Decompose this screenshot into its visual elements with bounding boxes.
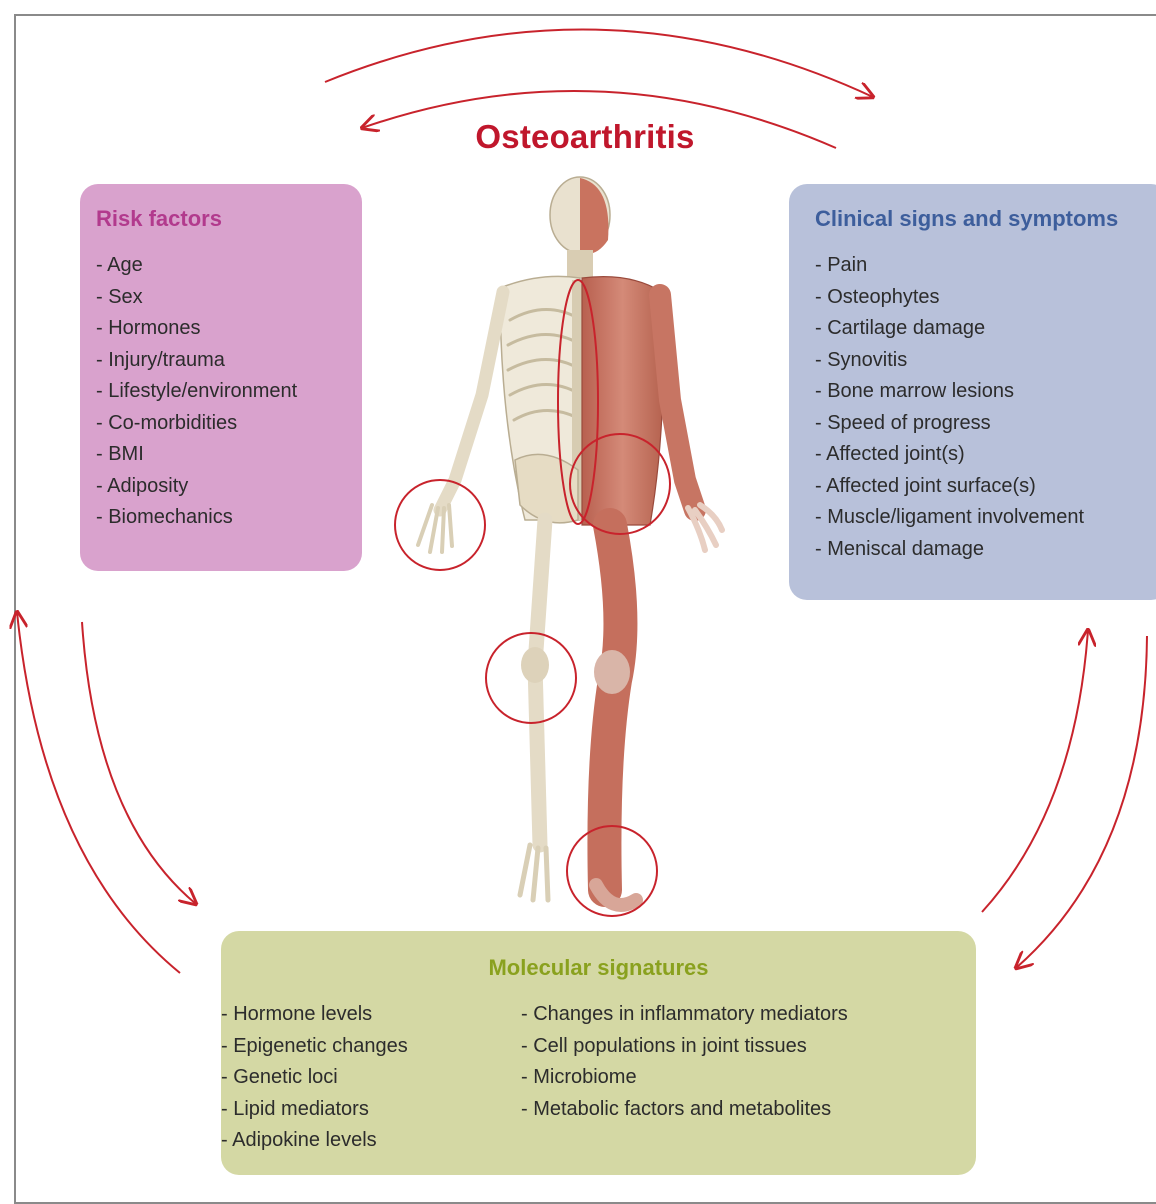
arrow-left-down: [82, 622, 196, 904]
risk-factors-list: - Age - Sex - Hormones - Injury/trauma -…: [96, 250, 362, 534]
arrow-top-right: [325, 30, 873, 97]
arrow-left-up: [17, 612, 180, 973]
risk-factors-panel: Risk factors - Age - Sex - Hormones - In…: [80, 184, 362, 571]
molecular-signatures-panel: Molecular signatures - Hormone levels - …: [221, 931, 976, 1175]
list-item: - Pain: [815, 250, 1156, 282]
list-item: - Lifestyle/environment: [96, 376, 362, 408]
list-item: - Osteophytes: [815, 282, 1156, 314]
list-item: - Affected joint(s): [815, 439, 1156, 471]
risk-factors-heading: Risk factors: [96, 206, 362, 232]
hand-highlight: [395, 480, 485, 570]
clinical-signs-panel: Clinical signs and symptoms - Pain - Ost…: [789, 184, 1156, 600]
clinical-signs-list: - Pain - Osteophytes - Cartilage damage …: [815, 250, 1156, 565]
list-item: - Genetic loci: [221, 1062, 521, 1094]
molecular-signatures-heading: Molecular signatures: [221, 955, 976, 981]
list-item: - Affected joint surface(s): [815, 471, 1156, 503]
list-item: - Bone marrow lesions: [815, 376, 1156, 408]
diagram-title: Osteoarthritis: [0, 118, 1156, 156]
list-item: - Cartilage damage: [815, 313, 1156, 345]
list-item: - Co-morbidities: [96, 408, 362, 440]
molecular-right-list: - Changes in inflammatory mediators - Ce…: [521, 999, 848, 1157]
arrow-right-up: [982, 630, 1088, 912]
list-item: - Metabolic factors and metabolites: [521, 1094, 848, 1126]
list-item: - Lipid mediators: [221, 1094, 521, 1126]
human-figure: [418, 177, 722, 905]
list-item: - Hormone levels: [221, 999, 521, 1031]
list-item: - Speed of progress: [815, 408, 1156, 440]
list-item: - Sex: [96, 282, 362, 314]
list-item: - Microbiome: [521, 1062, 848, 1094]
list-item: - Meniscal damage: [815, 534, 1156, 566]
list-item: - Adipokine levels: [221, 1125, 521, 1157]
list-item: - Epigenetic changes: [221, 1031, 521, 1063]
list-item: - Synovitis: [815, 345, 1156, 377]
list-item: - Biomechanics: [96, 502, 362, 534]
list-item: - Hormones: [96, 313, 362, 345]
list-item: - BMI: [96, 439, 362, 471]
list-item: - Age: [96, 250, 362, 282]
list-item: - Injury/trauma: [96, 345, 362, 377]
molecular-left-list: - Hormone levels - Epigenetic changes - …: [221, 999, 521, 1157]
list-item: - Adiposity: [96, 471, 362, 503]
clinical-signs-heading: Clinical signs and symptoms: [815, 206, 1156, 232]
list-item: - Changes in inflammatory mediators: [521, 999, 848, 1031]
list-item: - Muscle/ligament involvement: [815, 502, 1156, 534]
list-item: - Cell populations in joint tissues: [521, 1031, 848, 1063]
